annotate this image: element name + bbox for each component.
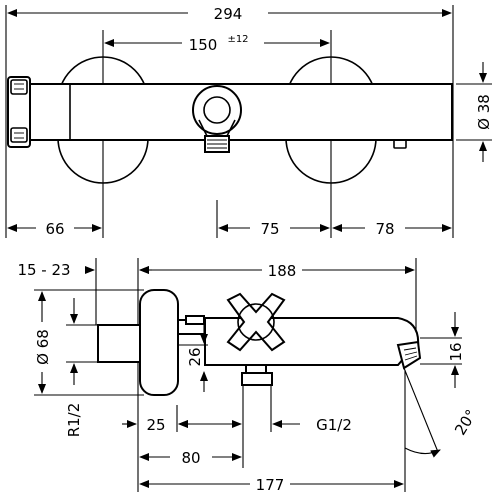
angle-arc xyxy=(404,447,441,458)
body-connector xyxy=(177,315,207,335)
dim-177-label: 177 xyxy=(256,476,285,494)
dim-68-label: Ø 68 xyxy=(34,329,52,365)
side-view: 15 - 23 188 Ø 68 R1/2 xyxy=(17,258,480,494)
dim-66-label: 66 xyxy=(45,220,64,238)
right-eccentric-top xyxy=(285,56,377,103)
dim-26-label: 26 xyxy=(186,347,204,366)
top-view: 294 150 ±12 xyxy=(5,5,493,238)
dim-g12-label: G1/2 xyxy=(316,416,352,434)
outlet-nub xyxy=(393,139,407,149)
dim-188-label: 188 xyxy=(268,262,297,280)
center-handle xyxy=(192,85,242,153)
dim-16-label: 16 xyxy=(447,342,465,361)
dim-78-label: 78 xyxy=(375,220,394,238)
outlet-fitting xyxy=(241,364,273,386)
spout-nozzle xyxy=(396,340,422,370)
dim-80-label: 80 xyxy=(181,449,200,467)
right-eccentric-bottom xyxy=(285,137,377,184)
angle-line xyxy=(403,367,439,453)
thermostat-knob xyxy=(7,76,31,148)
eccentric-disc xyxy=(139,289,179,396)
cross-handle xyxy=(226,292,286,352)
inlet-pipe xyxy=(97,324,141,363)
dim-38-label: Ø 38 xyxy=(475,94,493,130)
left-eccentric-top xyxy=(57,56,149,103)
dim-150-tolerance: ±12 xyxy=(227,34,248,45)
dim-150-label: 150 xyxy=(189,36,218,54)
dim-294-label: 294 xyxy=(214,5,243,23)
dim-r12-label: R1/2 xyxy=(65,403,83,438)
dim-15-23-label: 15 - 23 xyxy=(17,261,70,279)
left-eccentric-bottom xyxy=(57,137,149,184)
angle-label: 20° xyxy=(451,406,480,438)
dim-25-label: 25 xyxy=(146,416,165,434)
dim-75-label: 75 xyxy=(260,220,279,238)
